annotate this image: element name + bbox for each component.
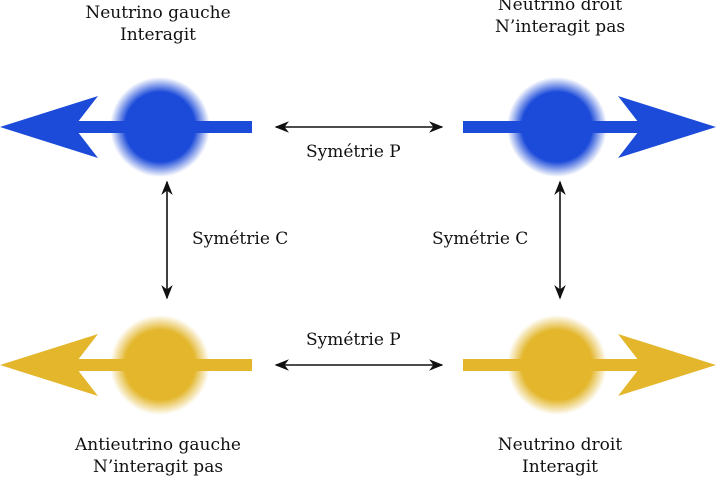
symmetry-p-bottom-label: Symétrie P: [306, 330, 401, 350]
label-bottom-left-name: Antieutrino gauche: [75, 435, 241, 455]
label-bottom-right: Neutrino droit Interagit: [460, 434, 660, 478]
label-top-left: Neutrino gauche Interagit: [58, 2, 258, 46]
spin-arrow-head-left: [0, 334, 98, 396]
label-top-right-name: Neutrino droit: [497, 0, 623, 15]
label-top-left-name: Neutrino gauche: [85, 3, 231, 23]
label-top-right: Neutrino droit N’interagit pas: [460, 0, 660, 38]
spin-arrow-head-right: [618, 96, 716, 158]
label-bottom-left-status: N’interagit pas: [92, 457, 224, 477]
particle-sphere: [110, 315, 210, 415]
spin-arrow-head-right: [618, 334, 716, 396]
symmetry-c-left-label: Symétrie C: [192, 229, 289, 249]
label-top-right-status: N’interagit pas: [494, 17, 626, 37]
particle-top-right: [463, 77, 716, 177]
symmetry-p-top-label: Symétrie P: [306, 142, 401, 162]
label-bottom-right-status: Interagit: [522, 457, 598, 477]
particle-bottom-left: [0, 315, 252, 415]
label-top-left-status: Interagit: [120, 25, 196, 45]
particle-sphere: [507, 315, 607, 415]
label-bottom-left: Antieutrino gauche N’interagit pas: [48, 434, 268, 478]
spin-arrow-head-left: [0, 96, 98, 158]
label-bottom-right-name: Neutrino droit: [497, 435, 623, 455]
particle-sphere: [110, 77, 210, 177]
particle-top-left: [0, 77, 252, 177]
particle-sphere: [507, 77, 607, 177]
particle-bottom-right: [463, 315, 716, 415]
symmetry-c-right-label: Symétrie C: [432, 229, 529, 249]
